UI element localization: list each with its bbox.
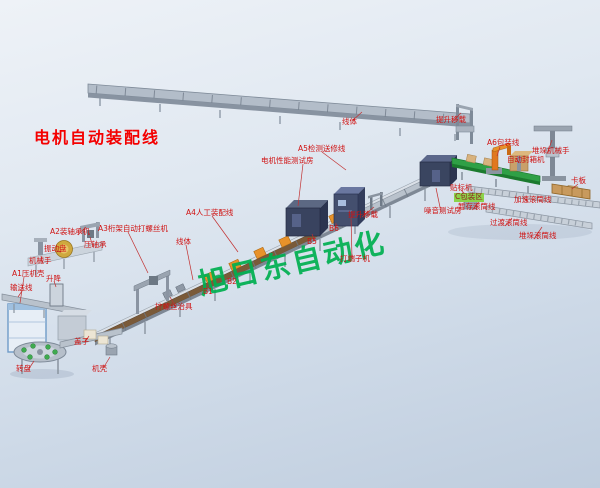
- label-b2: B2: [227, 277, 237, 286]
- label-pallet: 卡板: [571, 176, 586, 185]
- label-motor-test-room: 电机性能测试房: [261, 156, 314, 165]
- stacking-robot-unit: [533, 125, 573, 181]
- roller-line-2: [485, 205, 593, 230]
- label-lift-transfer-mid: 提升移载: [348, 210, 378, 219]
- a3-screw-machine: [133, 269, 171, 314]
- label-b1: B1: [203, 287, 213, 296]
- label-robot-hand: 机械手: [29, 256, 52, 265]
- test-machine-cabinet: [333, 187, 365, 227]
- page-title: 电机自动装配线: [34, 128, 161, 147]
- a2-bearing-cell: [27, 222, 103, 275]
- lift-unit: [49, 283, 64, 307]
- label-station-a1: A1压机壳: [12, 269, 45, 278]
- label-station-a2: A2装轴承机: [50, 227, 90, 236]
- label-noise-test-room: 噪音测试房: [424, 206, 462, 215]
- turntable-unit: [13, 341, 67, 374]
- label-lift-transfer-top: 提升移载: [436, 115, 466, 124]
- label-labeling-machine: 贴标机: [450, 183, 473, 192]
- label-b6: B6: [329, 224, 339, 233]
- label-b5: B5: [307, 237, 317, 246]
- pallet-unit: [551, 183, 591, 200]
- label-stacking-robot: 堆垛机械手: [532, 146, 570, 155]
- lift-transfer-mid-unit: [368, 192, 383, 210]
- label-lift: 升降: [46, 274, 61, 283]
- carton-sealer-unit: [509, 151, 533, 172]
- label-buffer-roller-line: 暂存滚筒线: [458, 202, 496, 211]
- return-conveyor-line: [87, 83, 471, 141]
- label-terminal-machine: 打端子机: [340, 254, 370, 263]
- label-station-a5: A5检测送修线: [298, 144, 346, 153]
- label-screw-fixture: 拧螺丝治具: [155, 302, 193, 311]
- label-press-bearing: 压轴承: [84, 240, 107, 249]
- label-motor-housing: 机壳: [92, 364, 107, 373]
- label-stacking-roller-line: 堆垛滚筒线: [519, 231, 557, 240]
- lift-transfer-top-unit: [455, 104, 475, 144]
- parts-on-floor: [83, 329, 118, 356]
- a6-packing-robot: [486, 142, 511, 174]
- label-turntable: 转盘: [16, 364, 31, 373]
- label-conveyor-line: 输送线: [10, 283, 33, 292]
- motor-test-room-unit: [285, 200, 328, 237]
- label-carton-sealer: 自动封箱机: [507, 155, 545, 164]
- label-station-a6: A6包装线: [487, 138, 520, 147]
- label-transition-roller-line: 过渡滚筒线: [490, 218, 528, 227]
- label-line-body-mid: 线体: [176, 237, 191, 246]
- label-c-packing-area: C包装区: [454, 192, 484, 202]
- label-station-a4: A4人工装配线: [186, 208, 234, 217]
- label-vibration-plate: 振动盘: [44, 244, 67, 253]
- label-line-body-top: 线体: [342, 117, 357, 126]
- label-cover: 盖子: [74, 337, 89, 346]
- label-accel-roller-line: 加速滚筒线: [514, 195, 552, 204]
- leader-lines: [17, 111, 579, 371]
- noise-test-room-unit: [419, 155, 457, 187]
- label-station-a3: A3桁架自动打螺丝机: [98, 224, 168, 233]
